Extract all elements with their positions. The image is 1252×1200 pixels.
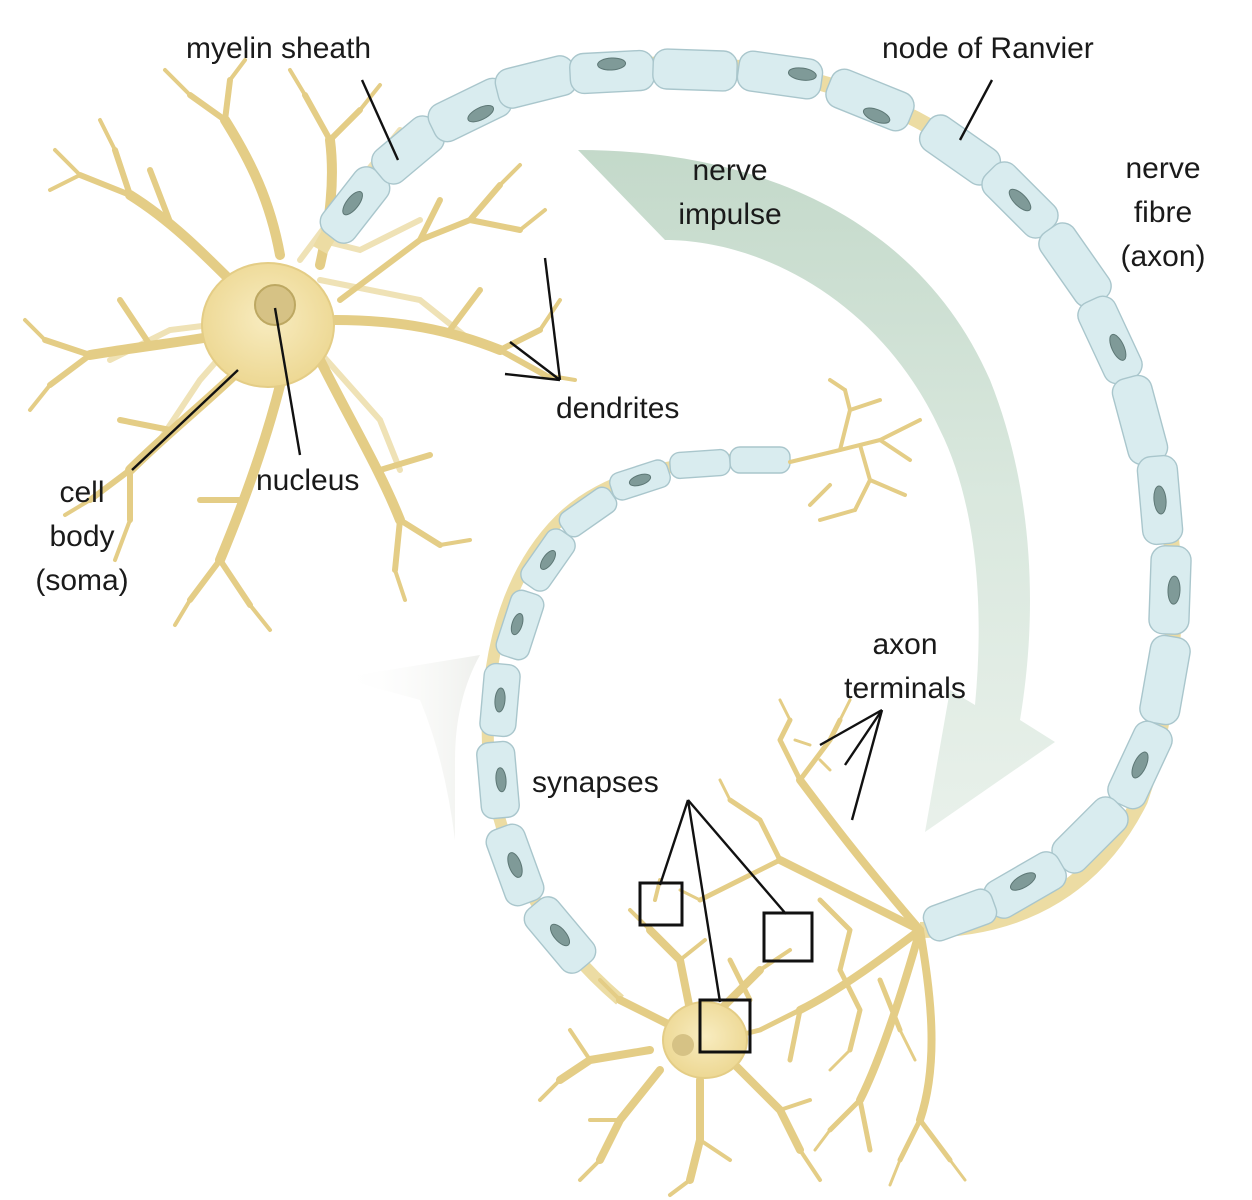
leader-nucleus bbox=[273, 307, 302, 456]
leader-myelin-sheath bbox=[360, 79, 400, 161]
distant-dendrite-tuft bbox=[788, 378, 922, 522]
label-nucleus: nucleus bbox=[256, 464, 359, 497]
leader-lines bbox=[131, 79, 994, 1003]
second-myelin-segments bbox=[476, 446, 791, 974]
label-myelin-sheath: myelin sheath bbox=[186, 32, 371, 65]
leader-axon-terminals-3 bbox=[850, 709, 884, 821]
label-axon-terminals-line1: axon bbox=[872, 628, 937, 661]
bottom-neuron-dendrites bbox=[538, 878, 822, 1197]
leader-dendrites-1 bbox=[543, 257, 562, 381]
leader-dendrites-3 bbox=[504, 372, 561, 382]
label-nerve-impulse-line1: nerve bbox=[692, 154, 767, 187]
label-nerve-fibre-line2: fibre bbox=[1134, 196, 1192, 229]
leader-synapses-2 bbox=[687, 799, 787, 915]
label-cell-body-line3: (soma) bbox=[35, 564, 128, 597]
leader-cell-body bbox=[131, 369, 239, 471]
label-node-of-ranvier: node of Ranvier bbox=[882, 32, 1094, 65]
synapse-box-right bbox=[762, 911, 814, 963]
leader-synapses-3 bbox=[686, 799, 722, 1003]
synapse-box-bottom bbox=[698, 998, 752, 1054]
leader-axon-terminals-2 bbox=[844, 709, 883, 766]
synapse-box-left bbox=[638, 881, 684, 927]
leader-axon-terminals-1 bbox=[819, 708, 883, 747]
myelin-sheath-segments bbox=[319, 48, 1192, 942]
second-nucleus bbox=[672, 1034, 694, 1056]
second-cell-body bbox=[662, 1001, 748, 1079]
label-cell-body-line1: cell bbox=[59, 476, 104, 509]
label-nerve-impulse-line2: impulse bbox=[678, 198, 781, 231]
axon-terminal-branches bbox=[678, 698, 967, 1187]
nerve-impulse-arrow bbox=[578, 150, 1055, 832]
label-axon-terminals-line2: terminals bbox=[844, 672, 966, 705]
label-dendrites: dendrites bbox=[556, 392, 679, 425]
label-nerve-fibre-line3: (axon) bbox=[1120, 240, 1205, 273]
faint-impulse-arrowhead bbox=[340, 655, 480, 840]
leader-dendrites-2 bbox=[509, 341, 561, 381]
nucleus-organelle bbox=[254, 284, 296, 326]
cell-body bbox=[201, 262, 335, 388]
leader-synapses-1 bbox=[658, 799, 690, 886]
label-cell-body-line2: body bbox=[49, 520, 114, 553]
label-nerve-fibre-line1: nerve bbox=[1125, 152, 1200, 185]
label-synapses: synapses bbox=[532, 766, 659, 799]
leader-node-of-ranvier bbox=[958, 79, 994, 141]
